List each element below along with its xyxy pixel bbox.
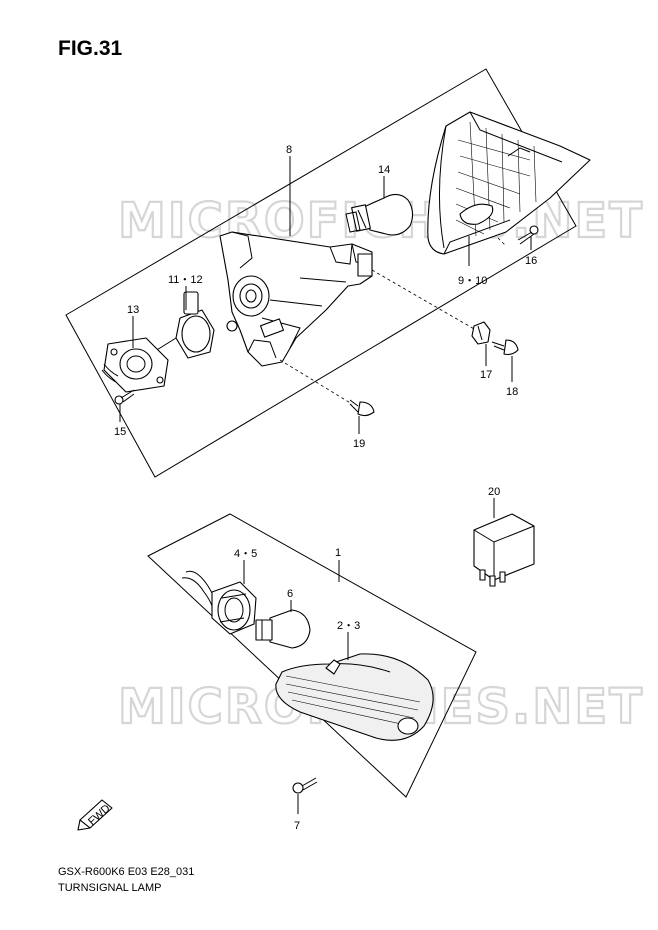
socket-part-11-12: [149, 291, 215, 359]
callout-20: 20: [488, 486, 500, 498]
socket-part-4-5: [181, 570, 257, 635]
alignment-line: [279, 359, 353, 405]
screw-part-18: [491, 339, 519, 356]
callout-13: 13: [127, 304, 139, 316]
callout-2-3: 2・3: [337, 620, 360, 632]
front-lens-part-2-3: [275, 653, 434, 741]
callout-1: 1: [335, 547, 341, 559]
diagram-code: GSX-R600K6 E03 E28_031: [58, 866, 194, 878]
lamp-housing-part-8: [219, 231, 373, 367]
screw-part-15: [114, 389, 135, 405]
callout-14: 14: [378, 164, 390, 176]
callout-19: 19: [353, 438, 365, 450]
screw-part-7: [292, 777, 318, 794]
rear-assembly-frame: [65, 68, 577, 478]
callout-8: 8: [286, 144, 292, 156]
grommet-part-13: [101, 337, 169, 393]
screw-part-16: [517, 225, 539, 245]
callout-9-10: 9・10: [458, 275, 487, 287]
callout-4-5: 4・5: [234, 548, 257, 560]
callout-16: 16: [525, 255, 537, 267]
front-assembly-frame: [147, 513, 477, 798]
callout-7: 7: [294, 820, 300, 832]
figure-title: FIG.31: [58, 37, 123, 60]
callout-15: 15: [114, 426, 126, 438]
diagram-name: TURNSIGNAL LAMP: [58, 882, 162, 894]
callout-6: 6: [287, 588, 293, 600]
bulb-part-14: [345, 193, 414, 236]
bulb-part-6: [255, 609, 311, 649]
callout-17: 17: [480, 369, 492, 381]
upper-leader-lines: [119, 156, 532, 434]
callout-11-12: 11・12: [168, 274, 203, 286]
callout-18: 18: [506, 386, 518, 398]
lens-part-9-10: [427, 111, 591, 255]
forward-direction-badge: FWD: [77, 799, 113, 831]
alignment-line: [497, 237, 507, 247]
relay-part-20: [473, 513, 535, 587]
nut-part-17: [471, 321, 491, 345]
alignment-line: [371, 269, 477, 331]
screw-part-19: [349, 399, 375, 417]
